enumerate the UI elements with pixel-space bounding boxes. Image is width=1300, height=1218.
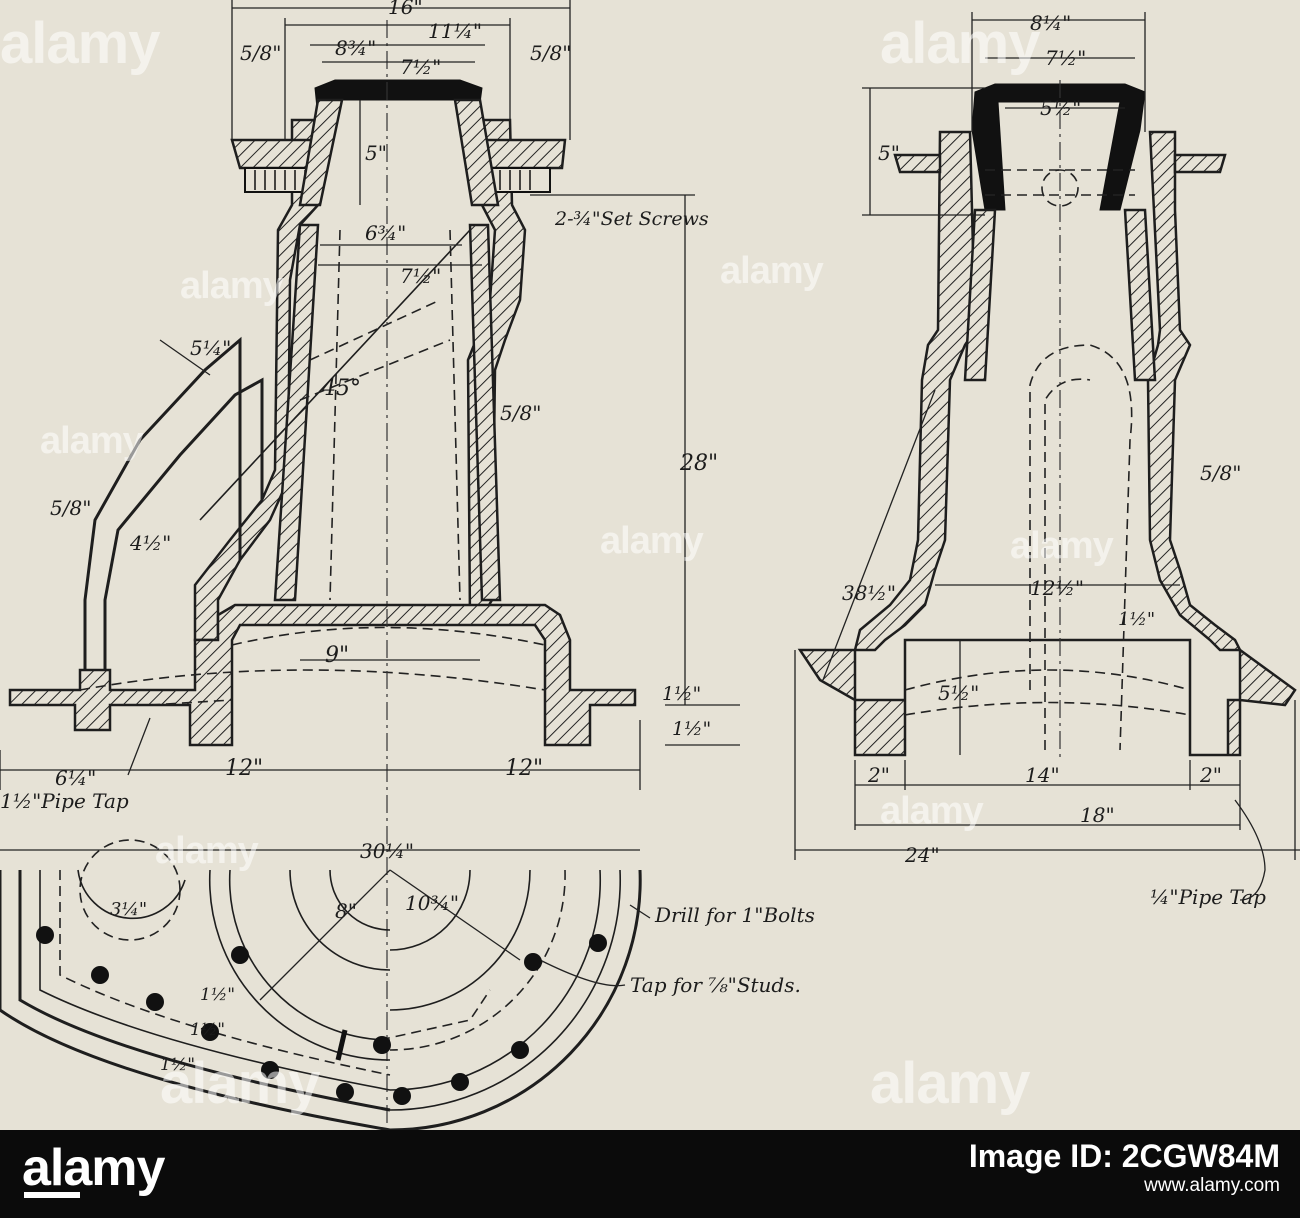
dim-left-set-screws: 2-¾"Set Screws: [554, 208, 709, 230]
left-top-flange-left: [230, 138, 320, 170]
left-bore-taper-left: [298, 98, 344, 207]
dim-left-top-inner: 11¼": [428, 19, 482, 43]
dim-left-wall-b: 5/8": [50, 496, 91, 520]
right-top-flange-right: [1173, 153, 1227, 174]
site-url[interactable]: www.alamy.com: [1144, 1175, 1280, 1196]
dim-left-bore-top: 8¾": [335, 36, 376, 60]
stock-footer: alamy Image ID: 2CGW84M www.alamy.com: [0, 1130, 1300, 1218]
logo-underline: [24, 1192, 80, 1198]
engineering-drawing: 16" 11¼" 8¾" 7½" 5/8" 5/8" 5" 2-¾"Set Sc…: [0, 0, 1300, 1130]
dim-right-top-inner: 7½": [1045, 46, 1086, 70]
bolt-hole: [589, 934, 607, 952]
left-top-flange-right: [478, 138, 567, 170]
left-inner-wall-left: [273, 223, 320, 602]
dim-plan-edge-3: 1½": [160, 1055, 195, 1075]
dim-right-pipe-tap: ¼"Pipe Tap: [1150, 885, 1266, 909]
dim-left-half-width-left: 12": [225, 756, 263, 781]
bolt-hole: [36, 926, 54, 944]
dim-left-bore-mid-1: 6¾": [365, 221, 406, 245]
dim-right-taper-depth: 5": [878, 141, 900, 165]
image-id: Image ID: 2CGW84M: [968, 1138, 1280, 1174]
dim-right-foot-right: 2": [1199, 763, 1222, 787]
dim-left-wall-a: 4½": [129, 531, 171, 555]
dim-left-angle: 45°: [321, 376, 361, 401]
bolt-hole: [146, 993, 164, 1011]
right-outer-wall-left: [853, 130, 977, 652]
tap-note: Tap for ⅞"Studs.: [630, 973, 801, 997]
bolt-hole: [393, 1087, 411, 1105]
dim-plan-radius-a: 8": [335, 899, 357, 923]
dim-right-base-inner: 18": [1080, 803, 1115, 827]
bolt-hole: [451, 1073, 469, 1091]
left-elevation-view: 16" 11¼" 8¾" 7½" 5/8" 5/8" 5" 2-¾"Set Sc…: [0, 0, 740, 1130]
dim-right-top-outer: 8¼": [1030, 11, 1071, 35]
dim-right-step: 1½": [1118, 609, 1155, 630]
right-base: [797, 638, 1297, 757]
right-inner-wall-right: [1123, 208, 1157, 382]
dim-right-radius: 38½": [842, 581, 896, 605]
bolt-hole: [336, 1083, 354, 1101]
dim-plan-hole: 3¼": [110, 899, 147, 920]
dim-left-pipe-tap: 1½"Pipe Tap: [0, 789, 129, 813]
stud-hole: [524, 953, 542, 971]
dim-left-lip-right: 5/8": [530, 41, 571, 65]
alamy-logo: alamy: [22, 1138, 262, 1208]
dim-right-wall: 5/8": [1200, 461, 1241, 485]
left-inner-wall-right: [468, 223, 502, 602]
bolt-hole: [261, 1061, 279, 1079]
dim-right-base-outer: 24": [904, 843, 940, 867]
dim-left-bore-mid-2: 7½": [400, 264, 441, 288]
dim-left-top-overall: 16": [388, 0, 423, 19]
bolt-hole: [511, 1041, 529, 1059]
image-id-block: Image ID: 2CGW84M www.alamy.com: [969, 1138, 1280, 1197]
dim-left-wall-thickness: 5/8": [500, 401, 541, 425]
dim-left-inner-base: 9": [325, 643, 349, 668]
dim-right-bore: 5½": [1040, 96, 1081, 120]
dim-left-base-left: 6¼": [55, 766, 96, 790]
dim-left-taper-depth: 5": [365, 141, 387, 165]
right-elevation-view: 8¼" 7½" 5½" 5" 5/8" 38½" 12½" 1½" 5½" 2"…: [794, 11, 1300, 909]
bolt-hole: [201, 1023, 219, 1041]
plan-view: 30¼" 3¼" 8" 10¾" 1½" 1½" 1½" Drill for 1…: [0, 839, 815, 1130]
dim-right-foot-left: 2": [867, 763, 890, 787]
dim-left-base-thick: 1½": [672, 718, 711, 740]
dim-plan-edge-1: 1½": [200, 985, 235, 1005]
dim-plan-radius-b: 10¾": [405, 891, 459, 915]
dim-left-height: 28": [679, 451, 718, 476]
left-side-chamber: [83, 336, 242, 690]
left-bore-taper-right: [453, 98, 500, 207]
right-inner-wall-left: [963, 208, 997, 382]
dim-left-half-width-right: 12": [505, 756, 543, 781]
stud-hole: [231, 946, 249, 964]
dim-right-foot-mid: 14": [1025, 763, 1060, 787]
logo-text: alamy: [22, 1139, 165, 1197]
right-top-flange-left: [893, 153, 942, 174]
right-outer-wall-right: [1146, 130, 1243, 652]
dim-left-flange: 1½": [662, 683, 701, 705]
dim-right-base-height: 5½": [938, 681, 979, 705]
dim-left-lip-left: 5/8": [240, 41, 281, 65]
bolt-hole: [91, 966, 109, 984]
drill-note: Drill for 1"Bolts: [654, 903, 815, 927]
dim-left-radius: 5¼": [190, 336, 231, 360]
stud-hole: [373, 1036, 391, 1054]
left-base-flange: [8, 603, 637, 747]
dim-plan-overall-width: 30¼": [360, 839, 414, 863]
dim-left-bore-inner: 7½": [400, 55, 441, 79]
dim-right-mid-width: 12½": [1030, 576, 1084, 600]
dim-plan-edge-2: 1½": [190, 1020, 225, 1040]
